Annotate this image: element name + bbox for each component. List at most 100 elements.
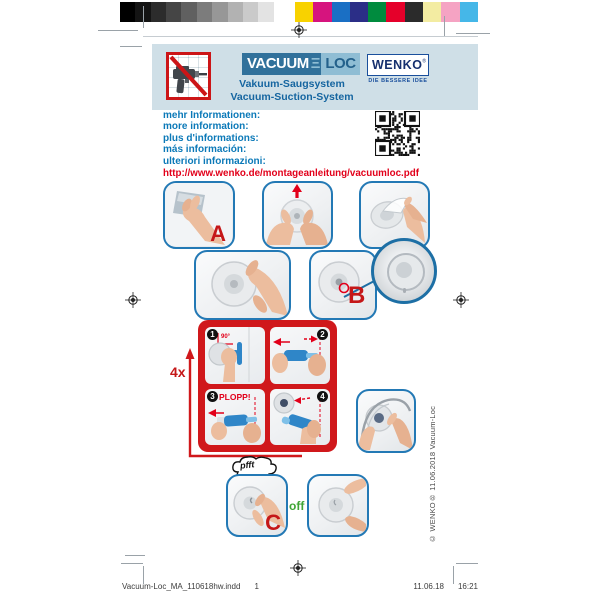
repeat-loop-arrow <box>185 348 302 458</box>
step-c-label: C <box>265 510 281 535</box>
crop-mark <box>456 563 478 564</box>
info-line-de: mehr Informationen: <box>163 110 261 121</box>
file-name: Vacuum-Loc_MA_110618hw.indd <box>122 582 241 591</box>
suction-glyph-icon: Ξ <box>309 53 322 75</box>
repeat-4x-label: 4x <box>170 364 186 380</box>
qr-code <box>373 109 422 158</box>
crop-mark <box>453 566 454 584</box>
calibration-swatch <box>368 2 387 22</box>
info-line-it: ulteriori informazioni: <box>163 155 266 167</box>
registration-mark-icon <box>453 292 469 308</box>
wenko-wordmark: WENKO <box>372 58 423 72</box>
print-date: 11.06.18 <box>413 582 444 591</box>
print-time: 16:21 <box>457 582 478 591</box>
calibration-swatch <box>196 2 213 22</box>
crop-mark <box>456 33 490 34</box>
subtitle-german: Vakuum-Saugsystem <box>239 78 345 90</box>
step-number-badge: 2 <box>317 329 328 340</box>
step-a-label: A <box>210 221 226 246</box>
crop-mark <box>98 30 138 31</box>
attach-accessory-panel <box>356 389 416 453</box>
step-c-panel-release-valve: C <box>226 474 288 537</box>
calibration-swatch <box>423 2 442 22</box>
calibration-swatch <box>459 2 478 22</box>
brand-loc: LOC <box>321 53 360 75</box>
plopp-illustration <box>208 396 261 443</box>
hold-cup-illustration <box>211 260 288 316</box>
valve-detail-keyhole <box>403 288 406 293</box>
calibration-swatch <box>441 2 460 22</box>
calibration-swatch <box>212 2 228 22</box>
copyright-vertical-text: © WENKO® 11.06.2018 Vacuum-Loc <box>428 405 437 543</box>
info-text-block: mehr Informationen: more information: pl… <box>163 110 266 167</box>
step-number-badge: 3 <box>207 390 218 402</box>
datetime-slug: 11.06.18 16:21 <box>413 582 478 591</box>
calibration-swatch <box>227 2 243 22</box>
calibration-swatch <box>273 2 289 22</box>
pfft-label: pfft <box>239 459 255 471</box>
crop-mark <box>143 566 144 584</box>
calibration-swatch <box>181 2 197 22</box>
step-b-panel-hold-cup <box>194 250 291 320</box>
calibration-swatch <box>166 2 182 22</box>
step-a-panel-press-cup <box>262 181 333 249</box>
calibration-swatch <box>242 2 259 22</box>
wipe-surface-illustration <box>165 183 232 246</box>
crop-mark <box>444 16 445 36</box>
remove-pump-illustration <box>273 391 321 444</box>
info-line-en: more information: <box>163 121 249 133</box>
step-b-panel-cup-mounted <box>309 250 377 320</box>
calibration-swatch <box>120 2 136 22</box>
subtitle-english: Vacuum-Suction-System <box>230 91 354 103</box>
calibration-swatch <box>349 2 369 22</box>
calibration-swatch <box>150 2 167 22</box>
grayscale-calibration-strip <box>120 2 289 22</box>
pump-step-2-panel: 2 <box>270 327 330 384</box>
drill-icon <box>169 55 208 97</box>
calibration-swatch <box>313 2 332 22</box>
valve-detail-zoom-circle <box>371 238 437 304</box>
press-cup-illustration <box>266 184 328 245</box>
plopp-label: PLOPP! <box>219 391 251 402</box>
brand-vacuum: VACUUM <box>242 53 310 75</box>
page-number: 1 <box>254 582 259 591</box>
step-b-label: B <box>348 282 366 309</box>
crop-mark <box>121 563 143 564</box>
step-number-badge: 4 <box>317 390 328 402</box>
attach-accessory-illustration <box>358 398 413 450</box>
file-slug: Vacuum-Loc_MA_110618hw.indd 1 <box>122 582 259 591</box>
crop-mark <box>143 6 144 28</box>
attach-handle-illustration <box>208 327 250 382</box>
calibration-swatch <box>331 2 350 22</box>
pump-out-illustration <box>272 332 326 377</box>
fold-mark <box>125 555 145 556</box>
remove-cup-illustration <box>318 478 366 532</box>
valve-detail-mid <box>387 253 425 291</box>
pump-step-4-panel: 4 <box>270 388 330 445</box>
info-line-fr: plus d'informations: <box>163 132 259 144</box>
registered-mark: ® <box>422 58 427 65</box>
calibration-swatch <box>386 2 405 22</box>
registration-mark-icon <box>291 22 307 38</box>
trim-line <box>143 36 478 37</box>
calibration-swatch <box>295 2 314 22</box>
release-valve-illustration <box>233 486 285 528</box>
wenko-logo: WENKO® DIE BESSERE IDEE <box>367 54 429 84</box>
calibration-swatch <box>258 2 274 22</box>
wenko-tagline: DIE BESSERE IDEE <box>368 78 428 84</box>
registration-mark-icon <box>290 560 306 576</box>
calibration-swatch <box>404 2 424 22</box>
step-a-panel-wipe-surface: A <box>163 181 235 249</box>
info-line-es: más información: <box>163 144 247 156</box>
cup-mounted-illustration <box>318 261 360 303</box>
valve-detail-core <box>396 262 412 278</box>
manual-url: http://www.wenko.de/montageanleitung/vac… <box>163 168 420 179</box>
off-label: off <box>289 499 305 513</box>
angle-90-label: 90° <box>221 334 231 340</box>
pump-step-1-panel: 1 90° <box>205 327 265 384</box>
pump-step-3-panel: 3 PLOPP! <box>205 388 265 445</box>
fold-mark <box>120 46 142 47</box>
